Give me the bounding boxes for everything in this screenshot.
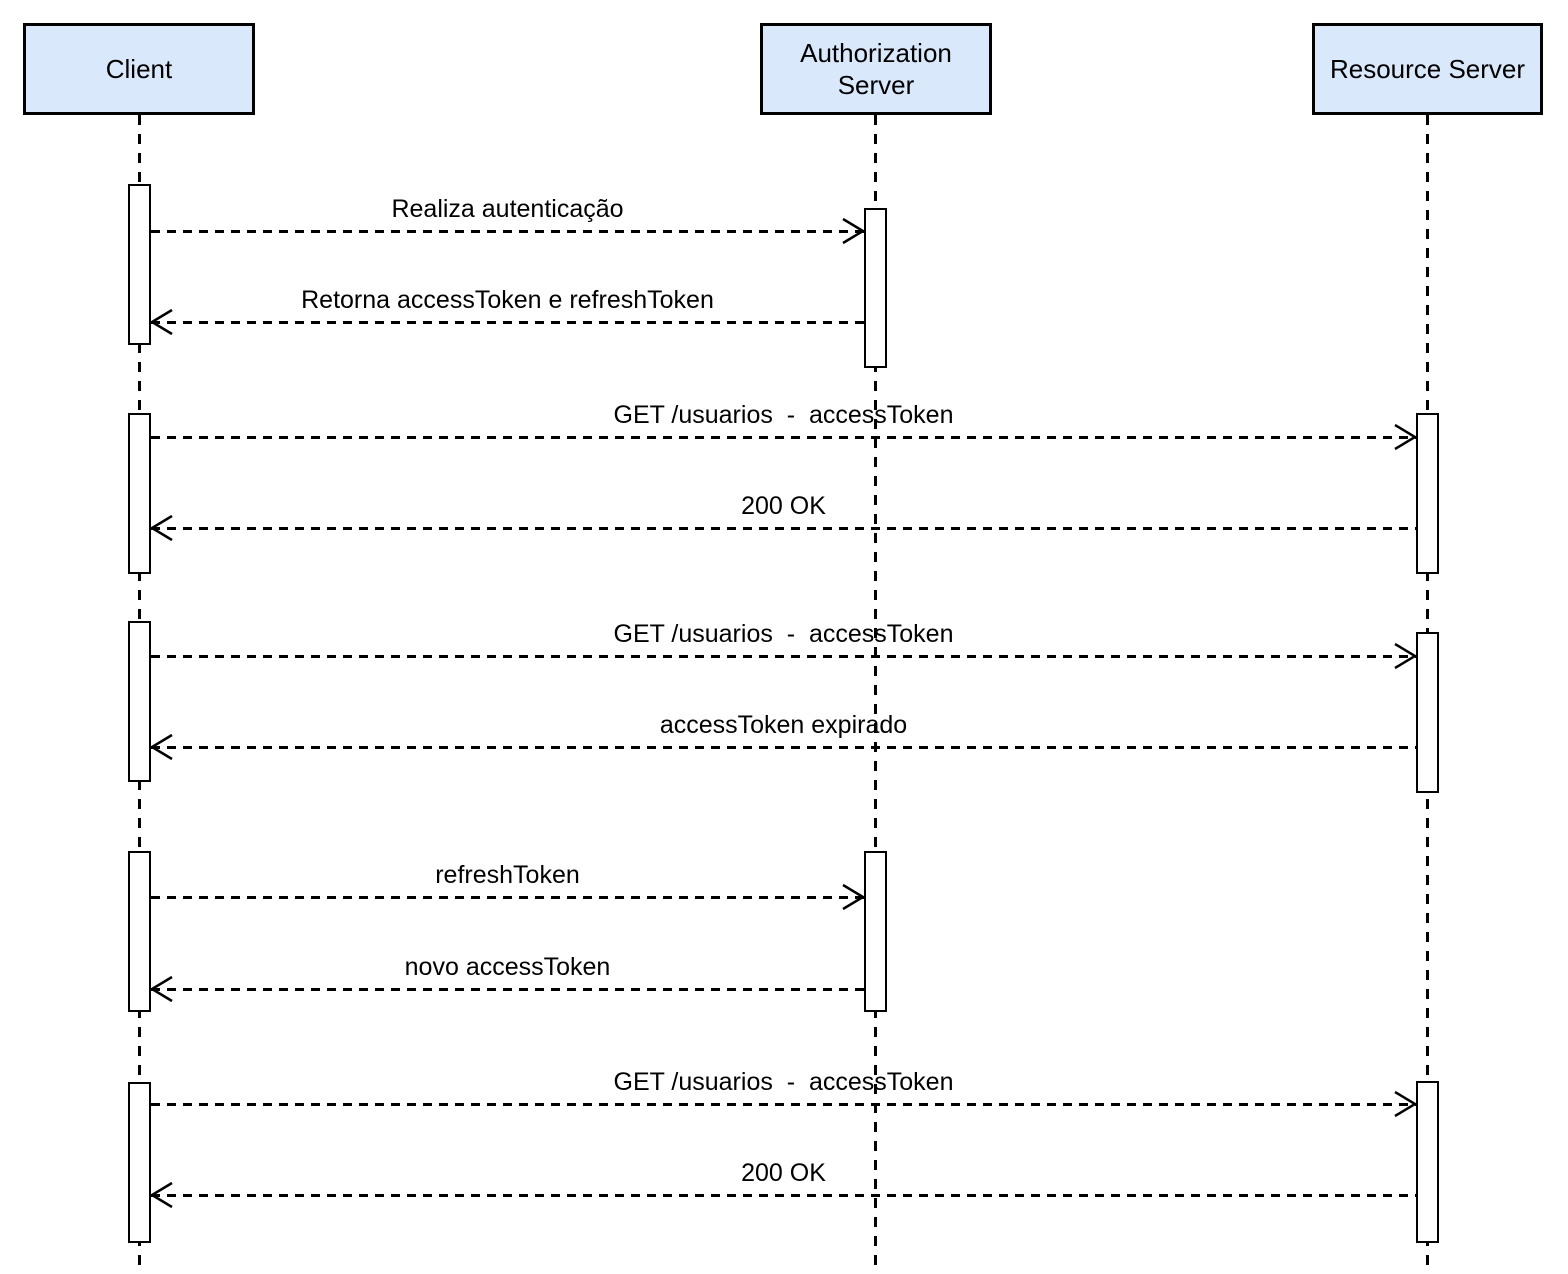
activation-bar-client-4 bbox=[128, 851, 151, 1012]
message-line bbox=[151, 896, 864, 899]
message-label: accessToken expirado bbox=[659, 711, 908, 739]
activation-bar-client-1 bbox=[128, 184, 151, 345]
activation-bar-auth-server-2 bbox=[864, 851, 887, 1012]
activation-bar-resource-server-1 bbox=[1416, 413, 1439, 574]
message-label: novo accessToken bbox=[404, 953, 611, 981]
message-line bbox=[151, 527, 1416, 530]
message-line bbox=[151, 988, 864, 991]
message-label: 200 OK bbox=[741, 1159, 826, 1187]
activation-bar-client-5 bbox=[128, 1082, 151, 1243]
open-arrowhead-icon bbox=[150, 733, 173, 761]
message-line bbox=[151, 321, 864, 324]
message-line bbox=[151, 1103, 1416, 1106]
participant-authorization-server: Authorization Server bbox=[760, 23, 992, 115]
message-label: GET /usuarios - accessToken bbox=[613, 1068, 954, 1096]
message-line bbox=[151, 655, 1416, 658]
message-label: GET /usuarios - accessToken bbox=[613, 401, 954, 429]
message-label: GET /usuarios - accessToken bbox=[613, 620, 954, 648]
participant-resource-server: Resource Server bbox=[1312, 23, 1543, 115]
lifeline-authorization-server bbox=[874, 115, 877, 1274]
open-arrowhead-icon bbox=[1394, 642, 1417, 670]
activation-bar-auth-server-1 bbox=[864, 208, 887, 368]
participant-authorization-server-label: Authorization Server bbox=[800, 37, 952, 101]
open-arrowhead-icon bbox=[842, 883, 865, 911]
open-arrowhead-icon bbox=[842, 217, 865, 245]
message-line bbox=[151, 1194, 1416, 1197]
open-arrowhead-icon bbox=[150, 308, 173, 336]
open-arrowhead-icon bbox=[1394, 423, 1417, 451]
participant-resource-server-label: Resource Server bbox=[1329, 53, 1526, 84]
participant-client-label: Client bbox=[105, 53, 173, 84]
message-line bbox=[151, 230, 864, 233]
open-arrowhead-icon bbox=[150, 975, 173, 1003]
open-arrowhead-icon bbox=[150, 1181, 173, 1209]
message-label: 200 OK bbox=[741, 492, 826, 520]
participant-client: Client bbox=[23, 23, 255, 115]
message-label: Retorna accessToken e refreshToken bbox=[301, 286, 714, 314]
message-label: refreshToken bbox=[435, 861, 580, 889]
activation-bar-client-3 bbox=[128, 621, 151, 782]
message-line bbox=[151, 436, 1416, 439]
message-label: Realiza autenticação bbox=[391, 195, 624, 223]
activation-bar-client-2 bbox=[128, 413, 151, 574]
message-line bbox=[151, 746, 1416, 749]
activation-bar-resource-server-2 bbox=[1416, 632, 1439, 793]
open-arrowhead-icon bbox=[1394, 1090, 1417, 1118]
activation-bar-resource-server-3 bbox=[1416, 1081, 1439, 1243]
open-arrowhead-icon bbox=[150, 514, 173, 542]
